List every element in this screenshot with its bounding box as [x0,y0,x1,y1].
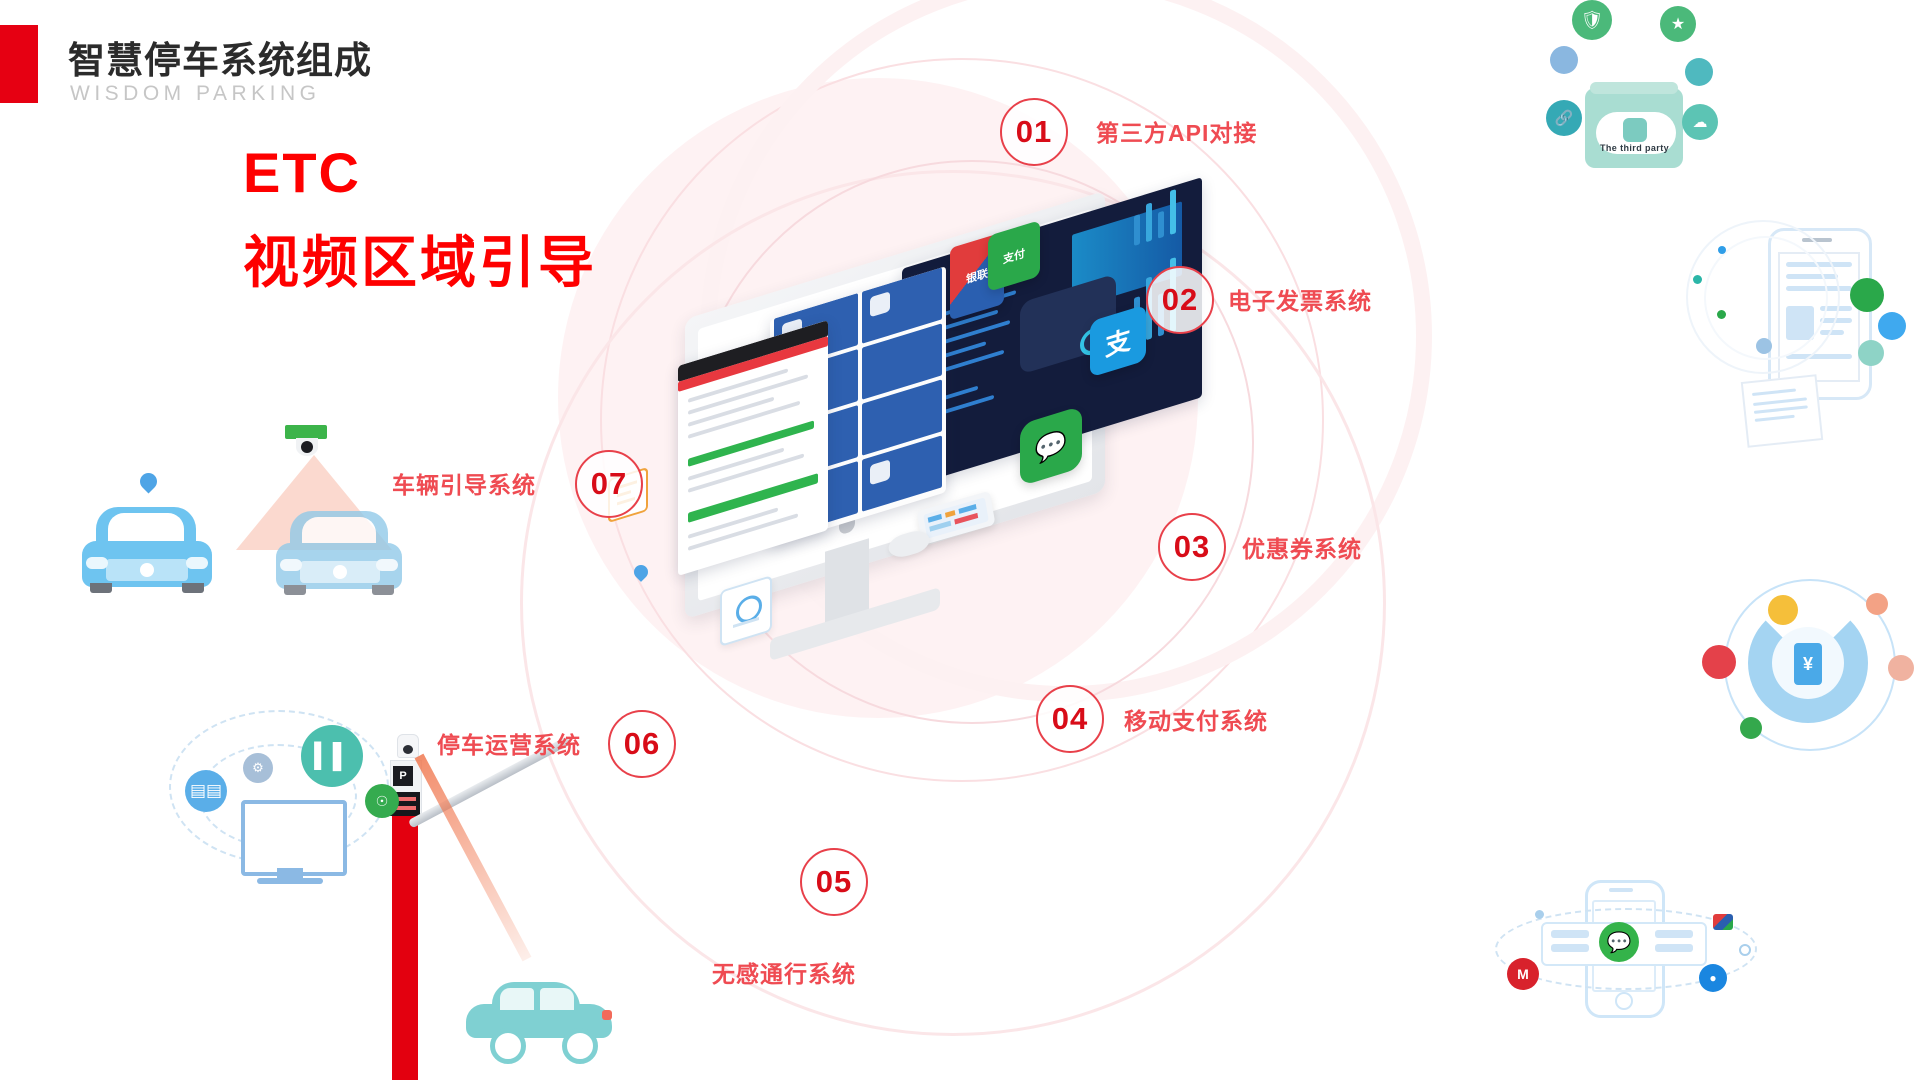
label-item-05[interactable]: 无感通行系统 [712,961,856,987]
illustration-coupon: ¥ [1690,575,1919,755]
illustration-operations: ▤▤ ⚙ ▍▌ ☉ [165,700,415,890]
payment-orbit [1495,908,1757,990]
page-subtitle: WISDOM PARKING [70,82,321,105]
gate-car [466,978,612,1064]
coupon-coin-green [1740,717,1762,739]
illustration-vehicle-guidance [60,415,402,615]
ops-monitor [241,800,347,876]
invoice-blue-badge [1878,312,1906,340]
illustration-barrier-gate: P [380,720,700,1080]
car-right [276,511,402,595]
payment-phone-home [1615,992,1633,1010]
gate-post-red [392,808,418,1080]
location-icon-badge: ★ [1660,6,1696,42]
dot-teal-small [1693,275,1702,284]
label-item-04[interactable]: 移动支付系统 [1124,708,1268,734]
ops-icon-grid: ▤▤ [185,770,227,812]
coupon-phone-yuan-icon: ¥ [1794,643,1822,685]
ops-monitor-base [257,878,323,884]
badge-number-04[interactable]: 04 [1036,685,1104,753]
invoice-paper-sheet [1740,374,1824,448]
gate-camera-icon [397,734,419,758]
dot-teal-right [1685,58,1713,86]
shield-icon-badge: 🛡 [1572,0,1612,40]
label-item-03[interactable]: 优惠券系统 [1242,536,1362,562]
badge-number-02[interactable]: 02 [1146,266,1214,334]
dot-blue-left [1550,46,1578,74]
dot-blue-small [1718,246,1726,254]
illustration-mobile-payment: 💬 M ● [1485,880,1785,1080]
ops-monitor-stand [277,868,303,880]
badge-number-05[interactable]: 05 [800,848,868,916]
third-party-caption: The third party [1600,143,1670,153]
dot-steel-small [1756,338,1772,354]
illustration-third-party: The third party 🛡 ★ 🔗 ☁ [1530,0,1780,180]
invoice-mint-badge [1858,340,1884,366]
ops-icon-shield: ☉ [365,784,399,818]
dot-green-small [1717,310,1726,319]
label-item-06[interactable]: 停车运营系统 [437,732,581,758]
headline-video-guidance: 视频区域引导 [243,231,597,294]
payment-blue-badge: ● [1699,964,1727,992]
unionpay-small-badge [1713,914,1733,930]
badge-number-01[interactable]: 01 [1000,98,1068,166]
badge-number-07[interactable]: 07 [575,450,643,518]
coupon-coin-peach [1866,593,1888,615]
payment-red-badge: M [1507,958,1539,990]
wechat-pay-icon: 💬 [1599,922,1639,962]
invoice-arc-2 [1704,236,1828,360]
invoice-arc-1 [1686,220,1840,374]
guidance-camera-lens [296,438,318,456]
badge-number-03[interactable]: 03 [1158,513,1226,581]
ops-icon-chart: ▍▌ [301,725,363,787]
payment-dot-a [1535,910,1544,919]
headline-etc: ETC [243,141,361,204]
payment-dot-b [1739,944,1751,956]
map-pin-icon-left [136,469,161,494]
label-item-07[interactable]: 车辆引导系统 [392,472,536,498]
link-icon-badge: 🔗 [1546,100,1582,136]
ops-icon-network: ⚙ [243,753,273,783]
label-item-01[interactable]: 第三方API对接 [1096,120,1258,146]
cloud-hex-icon [1623,118,1647,142]
header-accent-bar [0,25,38,103]
coupon-coin-red [1702,645,1736,679]
cloud-icon-badge: ☁ [1682,104,1718,140]
map-pin-icon-center [631,562,651,582]
car-left [82,507,212,593]
coupon-coin-coral [1888,655,1914,681]
payment-phone-speaker [1609,888,1633,892]
guidance-camera-body [285,425,327,439]
illustration-e-invoice [1686,210,1919,448]
badge-number-06[interactable]: 06 [608,710,676,778]
invoice-green-badge [1850,278,1884,312]
gate-parking-sign: P [393,766,413,786]
third-party-box-lip [1590,82,1678,94]
page-title: 智慧停车系统组成 [68,40,372,81]
phone-speaker [1802,238,1832,242]
coupon-coin-yellow [1768,595,1798,625]
label-item-02[interactable]: 电子发票系统 [1228,288,1372,314]
